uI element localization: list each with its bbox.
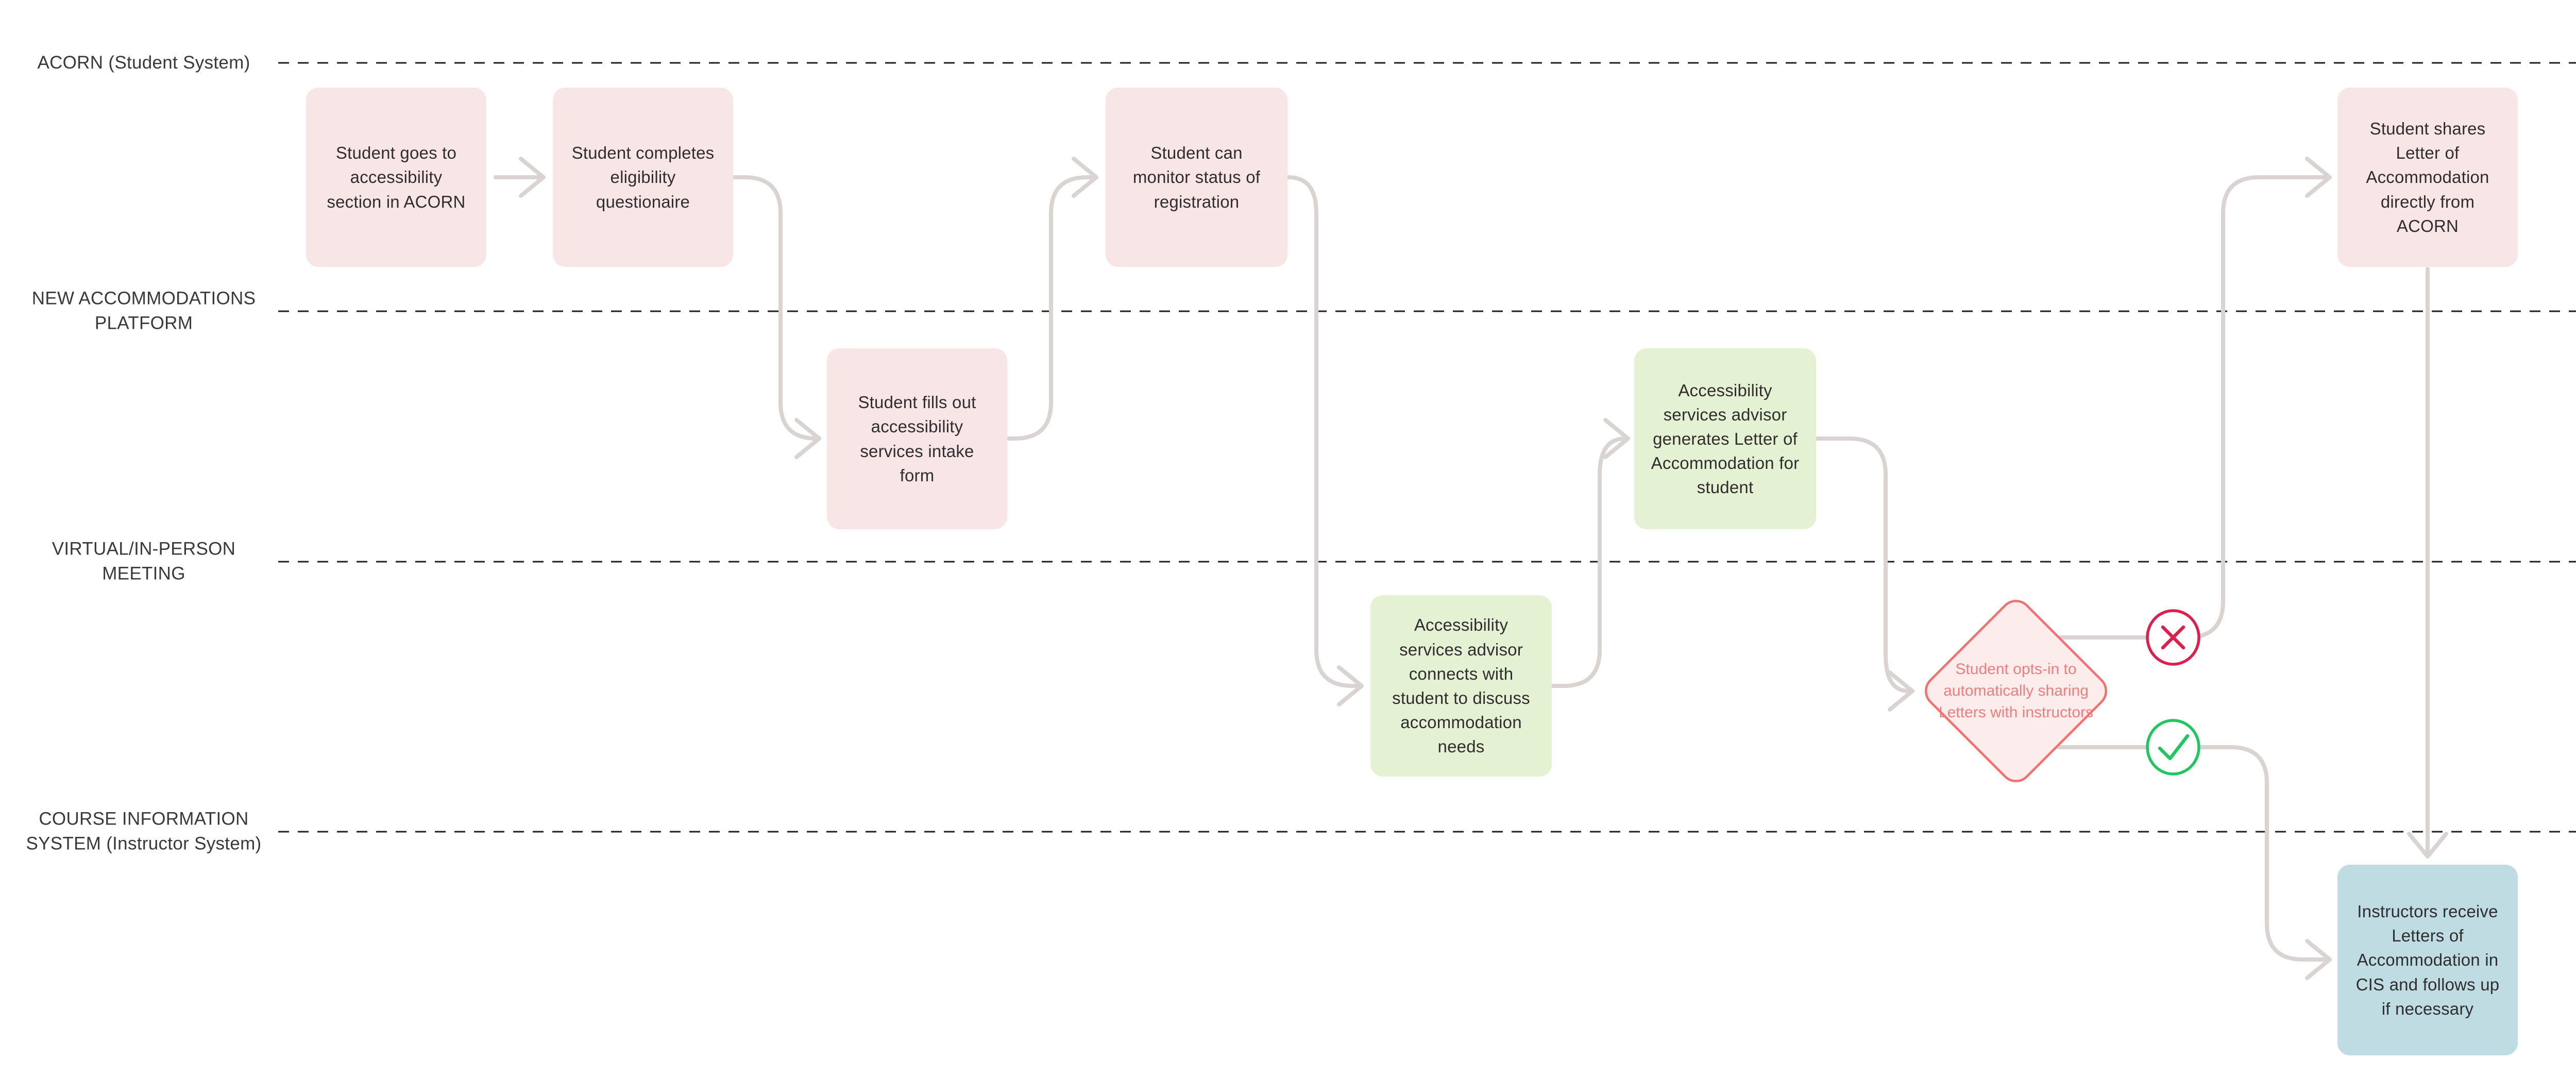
connector-decision-no-to-shares xyxy=(2057,157,2332,640)
decision-diamond[interactable] xyxy=(1920,595,2112,787)
connector-eligibility-to-intake xyxy=(732,175,821,459)
connector-connects-to-generates xyxy=(1551,418,1630,688)
node-student-goes-to-acorn[interactable]: Student goes to accessibility section in… xyxy=(306,88,486,267)
node-label: Accessibility services advisor generates… xyxy=(1651,380,1800,497)
node-label: Student shares Letter of Accommodation d… xyxy=(2366,119,2489,235)
node-label: Accessibility services advisor connects … xyxy=(1392,615,1530,756)
node-student-completes-questionaire[interactable]: Student completes eligibility questionai… xyxy=(553,88,733,267)
node-advisor-connects-student[interactable]: Accessibility services advisor connects … xyxy=(1370,595,1552,777)
lane-label-acorn: ACORN (Student System) xyxy=(37,52,250,73)
node-label: Student fills out accessibility services… xyxy=(858,393,976,485)
node-student-monitors-status[interactable]: Student can monitor status of registrati… xyxy=(1106,88,1287,267)
connector-intake-to-monitor xyxy=(1006,157,1098,441)
node-label: Instructors receive Letters of Accommoda… xyxy=(2355,902,2500,1018)
lane-label-accommodations-platform: NEW ACCOMMODATIONS PLATFORM xyxy=(31,288,256,333)
x-circle-icon xyxy=(2146,609,2200,666)
connector-monitor-to-connects xyxy=(1278,175,1362,686)
lane-label-meeting: VIRTUAL/IN-PERSON MEETING xyxy=(52,538,236,584)
decision-text: Student opts-in to automatically sharing… xyxy=(1938,661,2094,721)
connector-decision-yes-to-instructors xyxy=(2057,745,2332,980)
lane-label-course-information-system: COURSE INFORMATION SYSTEM (Instructor Sy… xyxy=(26,809,262,854)
node-student-shares-letter[interactable]: Student shares Letter of Accommodation d… xyxy=(2337,88,2518,267)
node-label: Student can monitor status of registrati… xyxy=(1132,143,1261,211)
node-label: Student goes to accessibility section in… xyxy=(327,143,466,211)
node-instructors-receive-letters[interactable]: Instructors receive Letters of Accommoda… xyxy=(2337,865,2518,1055)
node-advisor-generates-letter[interactable]: Accessibility services advisor generates… xyxy=(1634,348,1816,529)
node-label: Student completes eligibility questionai… xyxy=(571,143,715,211)
node-student-fills-intake-form[interactable]: Student fills out accessibility services… xyxy=(827,348,1007,529)
connector-generates-to-decision xyxy=(1815,436,1914,712)
decision-diamond-label: Student opts-in to automatically sharing… xyxy=(1936,634,2096,748)
check-circle-icon xyxy=(2146,719,2200,776)
